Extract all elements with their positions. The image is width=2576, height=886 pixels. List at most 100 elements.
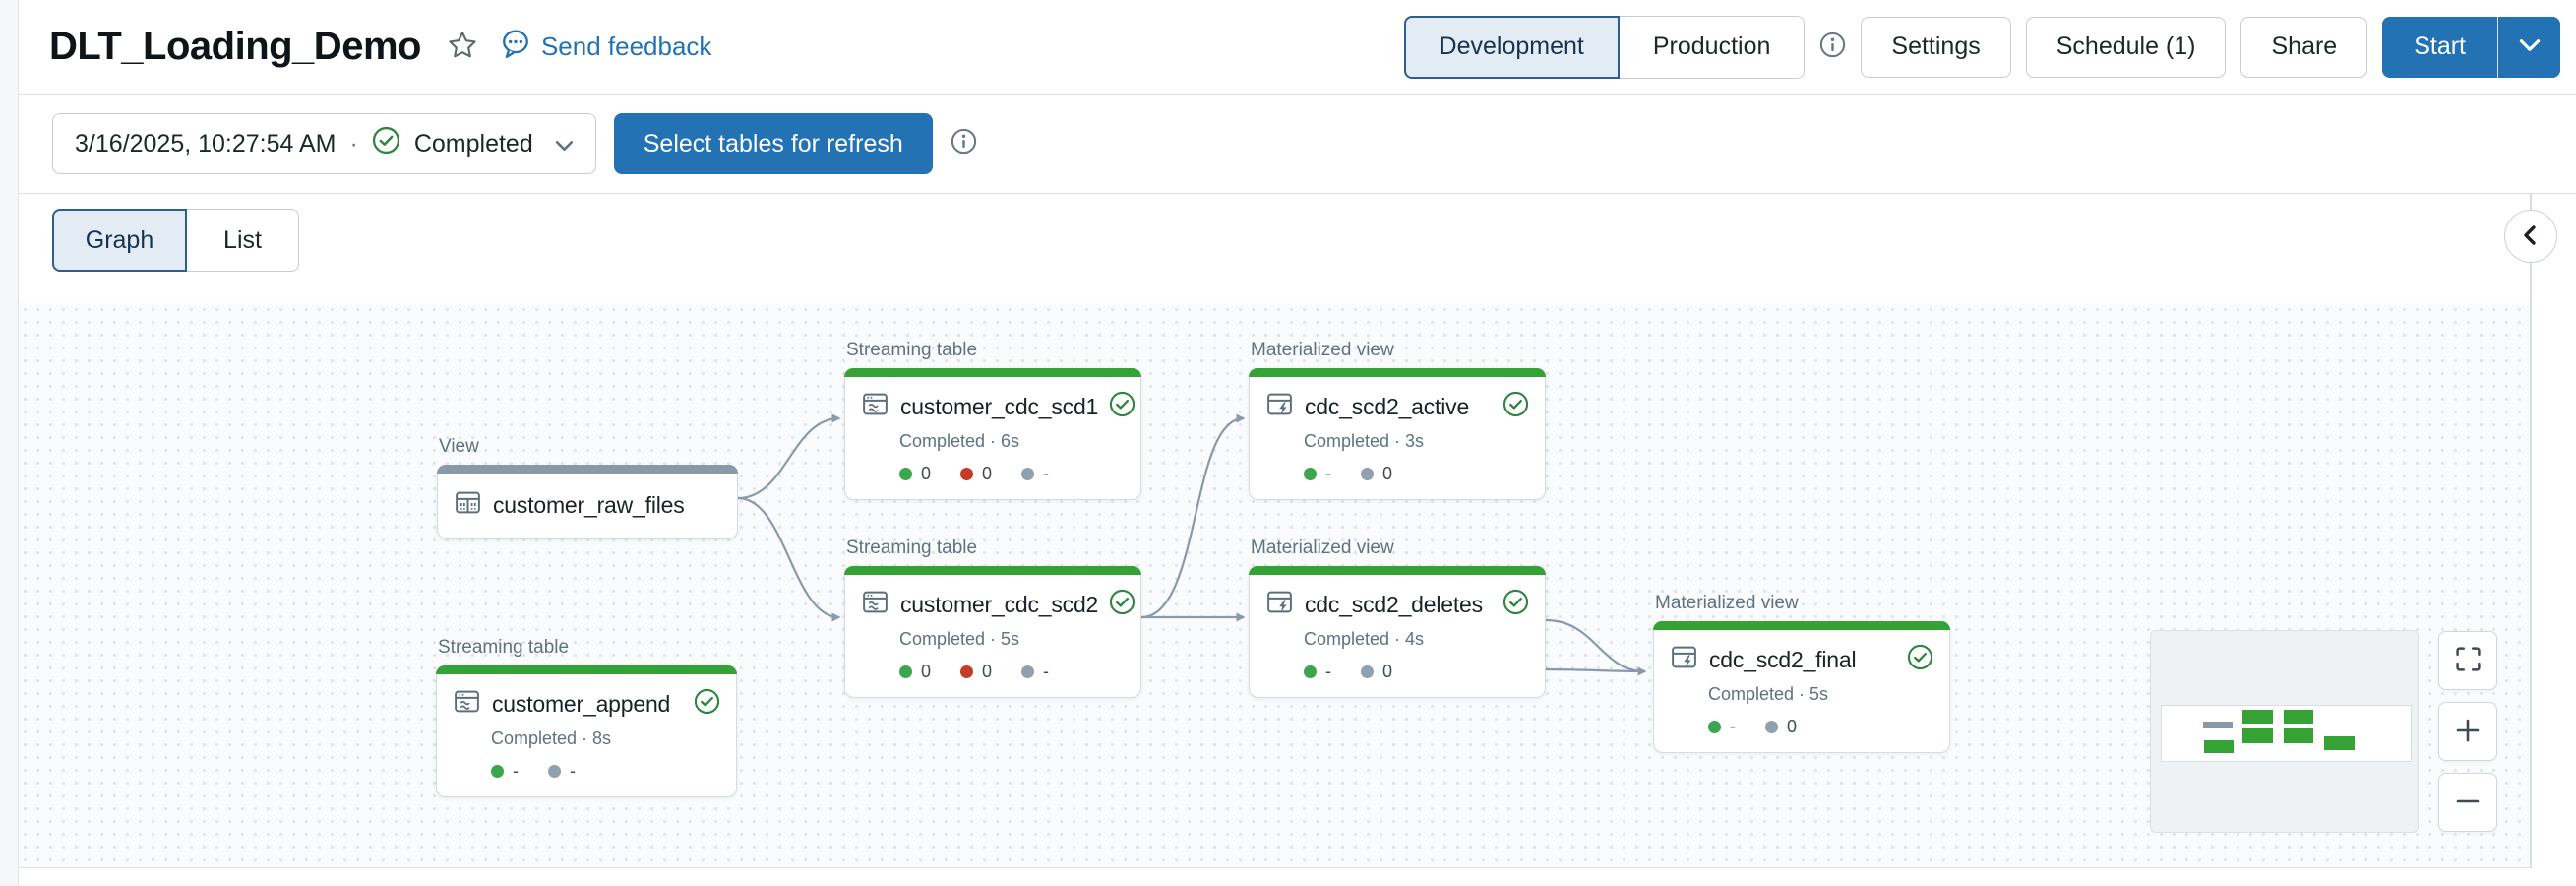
metric-gray-dot <box>1361 665 1374 678</box>
node-status-bar <box>437 465 738 474</box>
tab-list[interactable]: List <box>187 209 299 272</box>
view-table-icon <box>454 488 482 522</box>
run-timestamp: 3/16/2025, 10:27:54 AM <box>75 129 337 158</box>
node-name: cdc_scd2_active <box>1305 393 1470 419</box>
node-type-label: Streaming table <box>438 637 570 658</box>
check-circle-icon <box>1503 391 1529 422</box>
graph-node[interactable]: customer_raw_files <box>437 465 738 539</box>
node-customer-cdc-scd2: Streaming table <box>844 538 1141 698</box>
metric-green-dot <box>1708 721 1721 733</box>
streaming-table-icon <box>861 588 889 621</box>
collapsed-left-sidebar <box>0 0 19 886</box>
page-header: DLT_Loading_Demo Send feedback <box>19 0 2576 95</box>
graph-node[interactable]: cdc_scd2_active Completed · 3s - 0 <box>1249 368 1546 500</box>
node-status-bar <box>1249 368 1546 377</box>
run-status-label: Completed <box>413 129 533 158</box>
graph-node[interactable]: customer_cdc_scd2 Completed · 5s 0 0 - <box>844 566 1141 698</box>
tab-development[interactable]: Development <box>1403 15 1620 79</box>
node-metrics: - 0 <box>1304 464 1529 484</box>
start-split-button: Start <box>2382 16 2560 78</box>
node-type-label: Materialized view <box>1655 593 1799 613</box>
feedback-bubble-icon <box>500 28 531 66</box>
select-tables-refresh-button[interactable]: Select tables for refresh <box>613 113 933 174</box>
start-dropdown-button[interactable] <box>2497 16 2560 78</box>
metric-green-dot <box>899 468 912 480</box>
node-metrics: 0 0 - <box>899 464 1125 484</box>
metric-gray-dot <box>1361 468 1374 480</box>
node-status: Completed · 5s <box>899 629 1020 649</box>
node-type-label: Materialized view <box>1251 340 1394 360</box>
settings-button[interactable]: Settings <box>1861 16 2011 78</box>
zoom-controls <box>2438 631 2497 832</box>
edge-deletes-to-final <box>1545 666 1647 676</box>
environment-info-icon[interactable] <box>1819 32 1846 63</box>
right-panel-divider <box>2530 194 2532 868</box>
page-title: DLT_Loading_Demo <box>49 25 421 68</box>
node-metrics: - - <box>491 761 720 782</box>
edge-scd2-to-final <box>1545 618 1646 673</box>
minus-icon <box>2454 788 2482 818</box>
node-customer-cdc-scd1: Streaming table <box>844 340 1141 500</box>
graph-node[interactable]: customer_cdc_scd1 Completed · 6s 0 0 - <box>844 368 1141 500</box>
plus-icon <box>2454 717 2482 747</box>
overflow-menu-button[interactable] <box>1348 17 1381 78</box>
node-name: customer_cdc_scd2 <box>900 591 1099 617</box>
node-type-label: Streaming table <box>846 538 978 558</box>
favorite-star-button[interactable] <box>447 30 478 64</box>
schedule-button[interactable]: Schedule (1) <box>2025 16 2227 78</box>
expand-right-panel-button[interactable] <box>2504 210 2557 263</box>
zoom-out-button[interactable] <box>2438 773 2497 832</box>
fit-screen-icon <box>2455 646 2482 675</box>
star-icon <box>447 30 478 64</box>
view-tabs: Graph List <box>52 209 299 272</box>
node-status: Completed · 5s <box>1708 684 1829 704</box>
graph-node[interactable]: cdc_scd2_deletes Completed · 4s - 0 <box>1249 566 1546 698</box>
chevron-down-icon <box>555 130 574 158</box>
node-cdc-scd2-active: Materialized view cdc_scd2_active <box>1249 340 1546 500</box>
node-type-label: View <box>439 436 479 457</box>
zoom-in-button[interactable] <box>2438 702 2497 761</box>
send-feedback-label: Send feedback <box>540 32 712 61</box>
check-circle-icon <box>694 688 720 720</box>
refresh-info-icon[interactable] <box>951 128 977 159</box>
minimap-viewport[interactable] <box>2161 705 2412 762</box>
node-metrics: 0 0 - <box>899 662 1125 682</box>
send-feedback-link[interactable]: Send feedback <box>500 28 711 66</box>
separator-dot: · <box>349 129 358 158</box>
metric-gray-dot <box>1765 721 1778 733</box>
run-selector-dropdown[interactable]: 3/16/2025, 10:27:54 AM · Completed <box>52 113 596 174</box>
metric-red-dot <box>960 468 974 480</box>
node-type-label: Streaming table <box>846 340 978 360</box>
graph-node[interactable]: customer_append Completed · 8s - - <box>436 665 737 797</box>
streaming-table-icon <box>453 687 481 721</box>
share-button[interactable]: Share <box>2240 16 2368 78</box>
minimap-node-cdc-scd2-deletes <box>2284 728 2313 743</box>
metric-gray-dot <box>1021 468 1035 480</box>
node-status: Completed · 4s <box>1304 629 1425 649</box>
node-name: customer_raw_files <box>493 491 685 518</box>
node-metrics: - 0 <box>1304 662 1529 682</box>
tab-graph[interactable]: Graph <box>52 209 187 272</box>
metric-green-dot <box>491 765 504 778</box>
node-status-bar <box>844 368 1141 377</box>
check-circle-icon <box>1503 589 1529 620</box>
node-metrics: - 0 <box>1708 717 1933 737</box>
edge-raw-to-scd2 <box>737 496 841 622</box>
fit-to-screen-button[interactable] <box>2438 631 2497 690</box>
chevron-left-icon <box>2519 223 2543 250</box>
materialized-view-icon <box>1670 643 1698 676</box>
pipeline-graph-canvas[interactable]: View customer_raw_files <box>19 303 2532 868</box>
check-circle-icon <box>1109 589 1135 620</box>
tab-production[interactable]: Production <box>1619 15 1806 79</box>
minimap-node-customer-raw-files <box>2203 722 2233 728</box>
run-bar: 3/16/2025, 10:27:54 AM · Completed Selec… <box>19 95 2576 194</box>
start-button[interactable]: Start <box>2382 16 2497 78</box>
node-name: customer_append <box>492 690 671 717</box>
graph-node[interactable]: cdc_scd2_final Completed · 5s - 0 <box>1653 621 1950 753</box>
node-customer-raw-files: View customer_raw_files <box>437 436 738 539</box>
environment-toggle: Development Production <box>1403 15 1806 79</box>
metric-green-dot <box>1304 665 1317 678</box>
check-circle-icon <box>1109 391 1135 422</box>
edge-raw-to-scd1 <box>737 413 841 500</box>
graph-minimap[interactable] <box>2150 630 2419 833</box>
